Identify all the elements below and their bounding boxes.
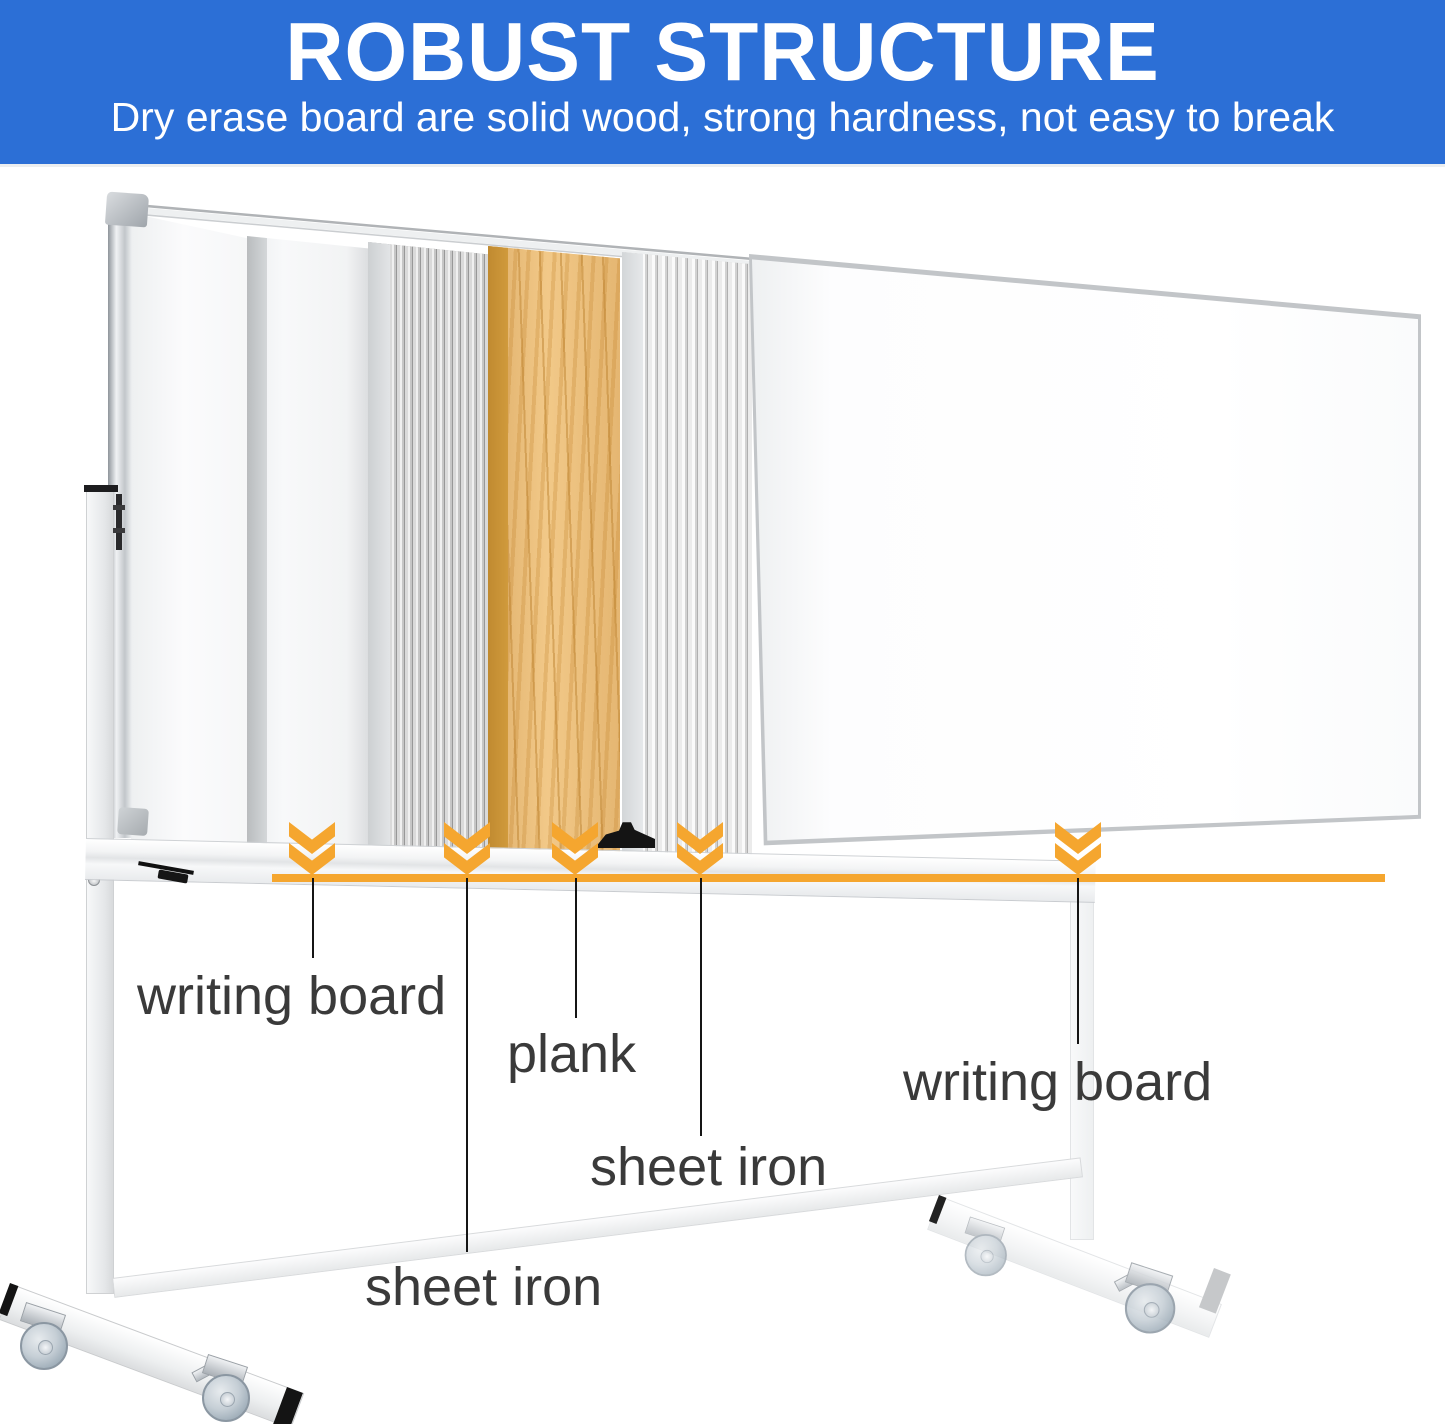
highlight-line xyxy=(272,874,1385,882)
caster-wheel xyxy=(959,1216,1008,1277)
down-arrow-icon xyxy=(289,822,335,875)
banner: ROBUST STRUCTURE Dry erase board are sol… xyxy=(0,0,1445,164)
label-writing-board-left: writing board xyxy=(137,966,447,1026)
label-sheet-iron-right: sheet iron xyxy=(590,1137,828,1197)
down-arrow-icon xyxy=(552,822,598,875)
caster-hub xyxy=(220,1392,235,1407)
frame-corner-cap-top xyxy=(104,191,150,228)
leader-line xyxy=(1077,878,1079,1044)
plank-edge xyxy=(488,246,508,862)
layer-edge xyxy=(622,252,643,864)
caster-wheel xyxy=(14,1302,70,1370)
leader-line xyxy=(575,878,577,1018)
label-sheet-iron-bottom: sheet iron xyxy=(365,1257,603,1317)
bracket-notch xyxy=(113,528,125,533)
layer-edge xyxy=(368,242,390,860)
leader-line xyxy=(312,878,314,958)
caster-wheel-with-brake xyxy=(1113,1262,1178,1334)
stand-right-post xyxy=(1070,860,1094,1240)
framed-whiteboard-face xyxy=(131,213,248,847)
left-post-top-cap xyxy=(84,485,118,492)
down-arrow-icon xyxy=(677,822,723,875)
frame-corner-cap-bottom xyxy=(117,806,149,837)
sheet-iron-layer-2 xyxy=(622,252,752,864)
board-mount-bracket xyxy=(116,494,122,550)
sheet-iron-layer xyxy=(368,242,488,860)
caster-hub xyxy=(980,1249,994,1264)
stand-left-post xyxy=(86,490,114,1294)
caster-hub xyxy=(1143,1302,1160,1318)
caster-tire xyxy=(202,1374,250,1422)
label-writing-board-right: writing board xyxy=(903,1052,1213,1112)
leader-line xyxy=(466,878,468,1252)
bracket-notch xyxy=(113,505,125,510)
label-plank: plank xyxy=(507,1024,637,1084)
right-foot-end-face xyxy=(1198,1268,1231,1314)
layer-edge xyxy=(247,236,267,856)
writing-board-layer xyxy=(247,236,368,856)
banner-bottom-edge xyxy=(0,164,1445,167)
leader-line xyxy=(700,878,702,1136)
banner-subtitle: Dry erase board are solid wood, strong h… xyxy=(110,94,1335,140)
banner-title: ROBUST STRUCTURE xyxy=(285,5,1160,98)
down-arrow-icon xyxy=(1055,822,1101,875)
plank-layer xyxy=(488,246,620,862)
caster-wheel-with-brake xyxy=(191,1354,252,1422)
down-arrow-icon xyxy=(444,822,490,875)
writing-board-back-face xyxy=(752,259,1418,841)
caster-hub xyxy=(38,1340,53,1355)
